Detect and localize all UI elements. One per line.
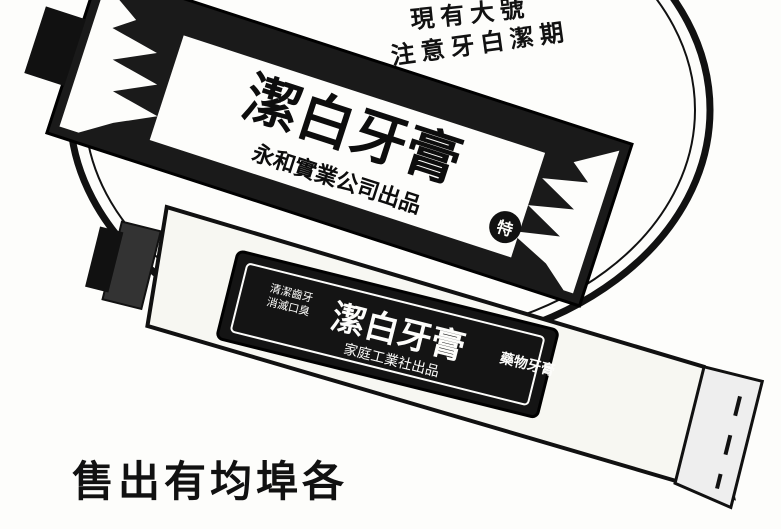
flame-pattern-right xyxy=(509,150,620,294)
tube-label xyxy=(216,250,559,419)
flame-pattern-left xyxy=(59,0,158,133)
label-panel xyxy=(149,35,546,258)
badge-icon xyxy=(489,211,522,244)
upper-cap xyxy=(24,6,86,86)
lower-toothpaste-tube: 潔白牙膏 家庭工業社出品 清潔齒牙 消滅口臭 藥物牙膏 xyxy=(85,204,765,510)
upper-toothpaste-box: 潔白牙膏 永和實業公司出品 特 xyxy=(24,0,634,308)
tube-cap xyxy=(85,226,124,293)
badge-text: 特 xyxy=(494,217,515,240)
bottom-caption: 售出有均埠各 xyxy=(72,457,349,506)
